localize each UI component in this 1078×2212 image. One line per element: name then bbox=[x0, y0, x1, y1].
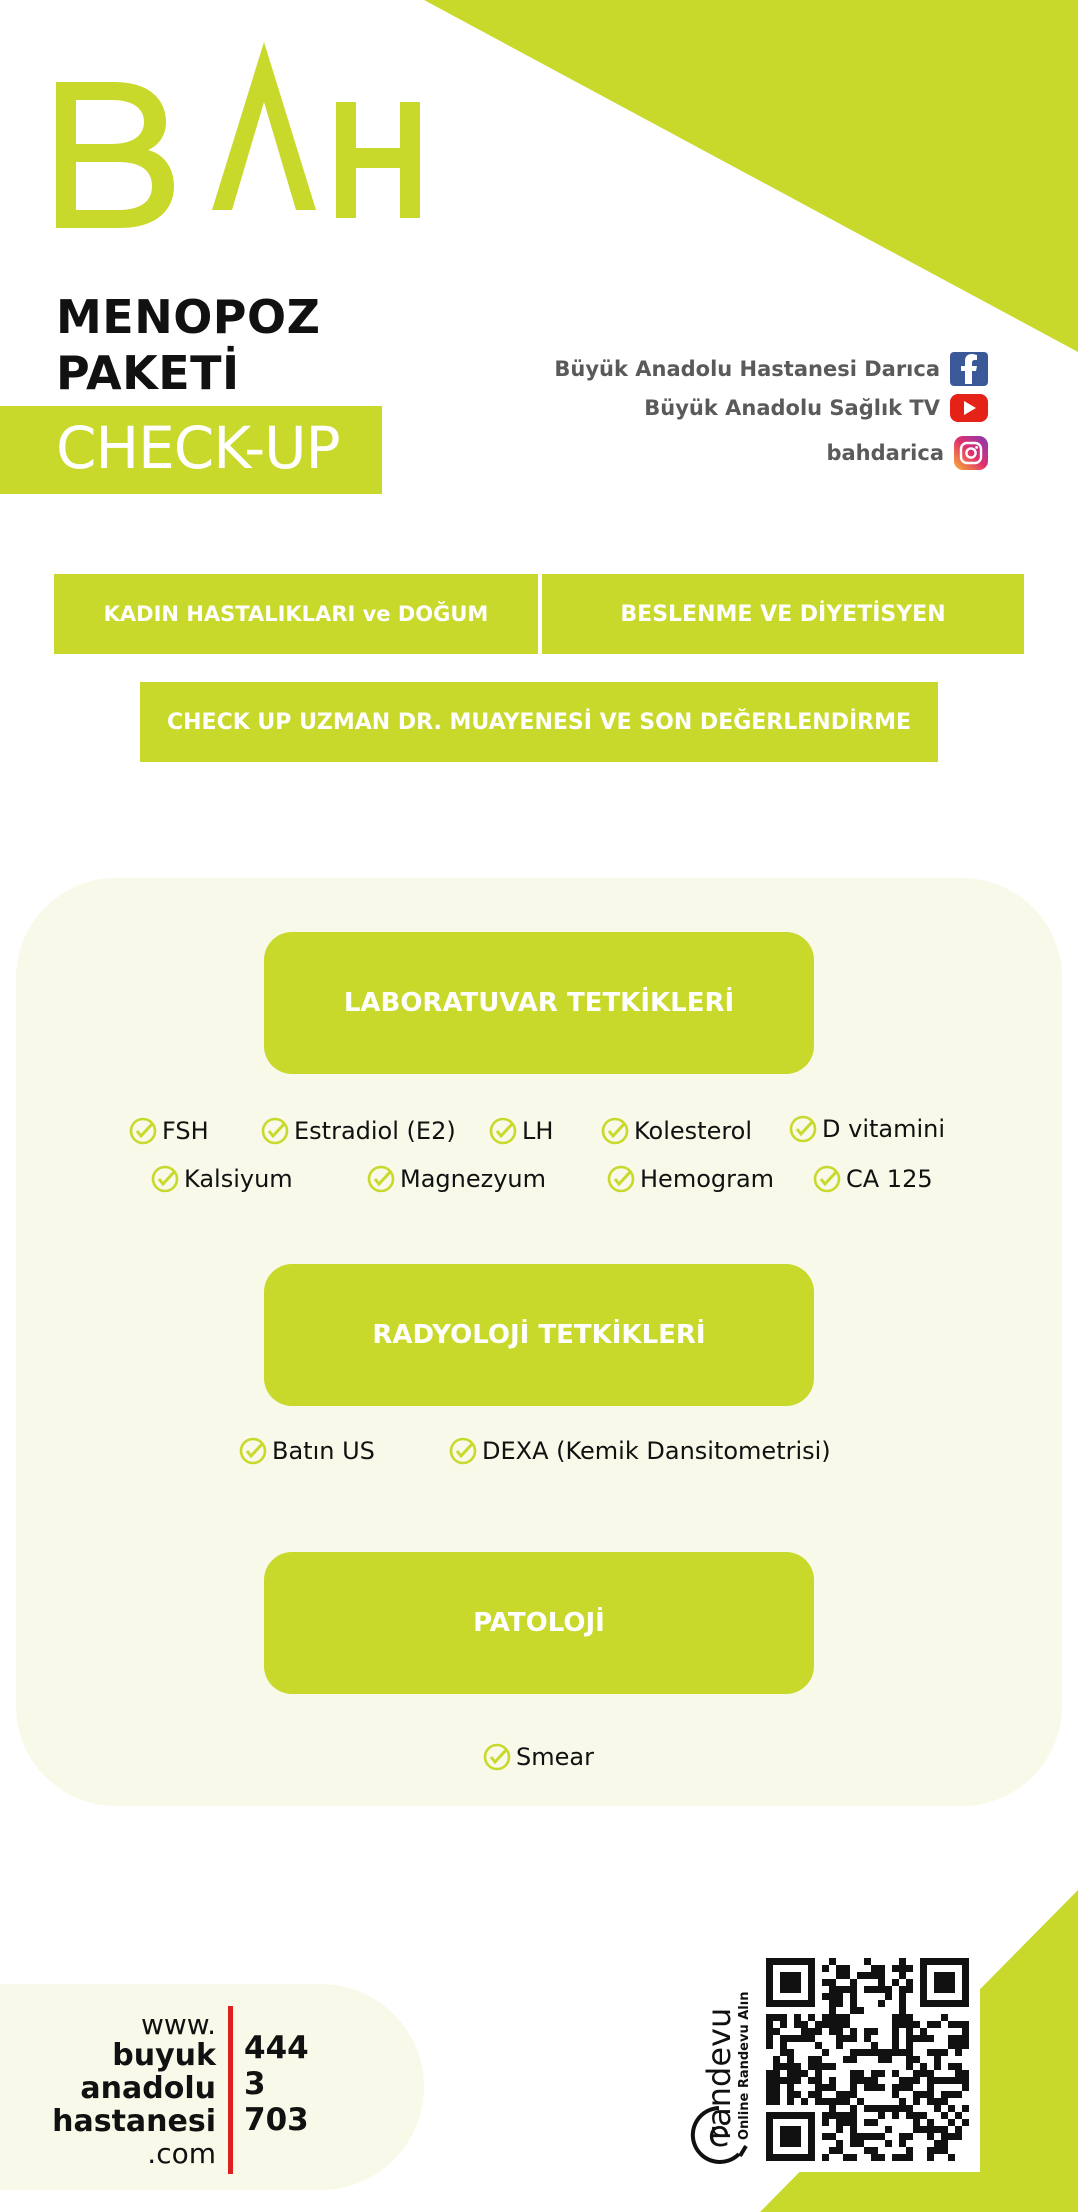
item-label: D vitamini bbox=[822, 1115, 946, 1143]
item-label: Kalsiyum bbox=[184, 1165, 293, 1193]
top-accent-triangle bbox=[424, 0, 1078, 352]
pathology-heading: PATOLOJİ bbox=[264, 1552, 814, 1694]
social-instagram[interactable]: bahdarica bbox=[826, 436, 988, 470]
social-youtube-label: Büyük Anadolu Sağlık TV bbox=[644, 396, 940, 420]
list-item: D vitamini bbox=[788, 1114, 945, 1144]
item-label: Kolesterol bbox=[634, 1117, 753, 1145]
social-youtube[interactable]: Büyük Anadolu Sağlık TV bbox=[644, 394, 988, 422]
divider bbox=[228, 2006, 233, 2174]
list-item: DEXA (Kemik Dansitometrisi) bbox=[448, 1436, 831, 1466]
website-www: www. bbox=[140, 2008, 216, 2041]
social-facebook[interactable]: Büyük Anadolu Hastanesi Darıca bbox=[554, 352, 988, 386]
list-item: LH bbox=[488, 1116, 553, 1146]
social-instagram-label: bahdarica bbox=[826, 441, 944, 465]
item-label: CA 125 bbox=[846, 1165, 933, 1193]
item-label: LH bbox=[522, 1117, 554, 1145]
title-line-2: PAKETİ bbox=[56, 346, 240, 400]
phone-part-3: 703 bbox=[244, 2102, 309, 2138]
checkup-badge bbox=[0, 406, 382, 494]
list-item: CA 125 bbox=[812, 1164, 933, 1194]
check-icon bbox=[607, 1165, 635, 1193]
list-item: FSH bbox=[128, 1116, 209, 1146]
randevu-text: randevu bbox=[700, 2008, 738, 2140]
item-label: FSH bbox=[162, 1117, 209, 1145]
qr-code[interactable] bbox=[758, 1950, 980, 2172]
radiology-tests-heading: RADYOLOJİ TETKİKLERİ bbox=[264, 1264, 814, 1406]
check-icon bbox=[489, 1117, 517, 1145]
list-item: Smear bbox=[482, 1742, 594, 1772]
item-label: Magnezyum bbox=[400, 1165, 547, 1193]
check-icon bbox=[601, 1117, 629, 1145]
facebook-icon bbox=[950, 352, 988, 386]
website-line-1: buyuk bbox=[112, 2038, 216, 2073]
list-item: Kolesterol bbox=[600, 1116, 752, 1146]
check-icon bbox=[483, 1743, 511, 1771]
item-label: Batın US bbox=[272, 1437, 375, 1465]
randevu-subtext: Online Randevu Alın bbox=[737, 1992, 752, 2140]
list-item: Magnezyum bbox=[366, 1164, 546, 1194]
check-icon bbox=[129, 1117, 157, 1145]
list-item: Hemogram bbox=[606, 1164, 774, 1194]
phone-part-2: 3 bbox=[244, 2066, 266, 2102]
check-icon bbox=[151, 1165, 179, 1193]
website-com: .com bbox=[147, 2137, 216, 2170]
randevu-label: randevu Online Randevu Alın bbox=[700, 1992, 752, 2140]
qr-code-pattern bbox=[766, 1958, 969, 2161]
lab-tests-heading: LABORATUVAR TETKİKLERİ bbox=[264, 932, 814, 1074]
check-icon bbox=[789, 1115, 817, 1143]
item-label: Estradiol (E2) bbox=[294, 1117, 456, 1145]
e-randevu-icon: e bbox=[690, 2106, 748, 2164]
website-line-2: anadolu bbox=[80, 2071, 216, 2106]
category-gynecology: KADIN HASTALIKLARI ve DOĞUM bbox=[54, 574, 538, 654]
checkup-badge-text: CHECK-UP bbox=[56, 414, 341, 482]
item-label: DEXA (Kemik Dansitometrisi) bbox=[482, 1437, 831, 1465]
check-icon bbox=[449, 1437, 477, 1465]
category-specialist-exam: CHECK UP UZMAN DR. MUAYENESİ VE SON DEĞE… bbox=[140, 682, 938, 762]
check-icon bbox=[367, 1165, 395, 1193]
item-label: Smear bbox=[516, 1743, 594, 1771]
e-letter: e bbox=[708, 2114, 730, 2155]
check-icon bbox=[239, 1437, 267, 1465]
instagram-icon bbox=[954, 436, 988, 470]
footer-website-panel bbox=[0, 1984, 424, 2190]
check-icon bbox=[261, 1117, 289, 1145]
item-label: Hemogram bbox=[640, 1165, 775, 1193]
phone-part-1: 444 bbox=[244, 2030, 309, 2066]
category-dietitian: BESLENME VE DİYETİSYEN bbox=[542, 574, 1024, 654]
list-item: Kalsiyum bbox=[150, 1164, 293, 1194]
title-line-1: MENOPOZ bbox=[56, 290, 321, 344]
check-icon bbox=[813, 1165, 841, 1193]
youtube-icon bbox=[950, 394, 988, 422]
social-facebook-label: Büyük Anadolu Hastanesi Darıca bbox=[554, 357, 940, 381]
list-item: Batın US bbox=[238, 1436, 375, 1466]
bah-logo bbox=[56, 42, 420, 228]
list-item: Estradiol (E2) bbox=[260, 1116, 456, 1146]
website-line-3: hastanesi bbox=[52, 2104, 216, 2139]
